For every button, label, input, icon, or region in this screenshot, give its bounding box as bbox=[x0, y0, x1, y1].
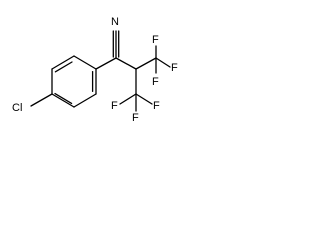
ring-bond-2 bbox=[73, 93, 97, 108]
bond-lower-cf3-f-right bbox=[135, 93, 153, 105]
ring-bond-3 bbox=[51, 93, 75, 108]
bond-center-to-ring bbox=[95, 57, 117, 70]
fluorine-upper-right-label: F bbox=[171, 62, 178, 74]
fluorine-upper-lower-label: F bbox=[152, 76, 159, 88]
chlorine-label: Cl bbox=[12, 102, 22, 114]
ring-bond-6 bbox=[73, 55, 97, 70]
bond-center-to-side-carbon bbox=[115, 57, 137, 70]
bond-upper-cf3-f-right bbox=[155, 57, 171, 68]
fluorine-lower-bottom-label: F bbox=[132, 112, 139, 124]
ring-bond-5 bbox=[51, 55, 75, 70]
bond-ring-to-chlorine bbox=[30, 93, 53, 107]
fluorine-lower-right-label: F bbox=[153, 100, 160, 112]
structure-canvas: N F F F F F F Cl bbox=[0, 0, 204, 146]
bond-lower-cf3-f-left bbox=[119, 93, 137, 105]
fluorine-upper-top-label: F bbox=[152, 34, 159, 46]
bond-side-to-upper-cf3 bbox=[135, 57, 157, 70]
ring-inner-double-3 bbox=[54, 61, 73, 73]
ring-inner-double-2 bbox=[54, 92, 73, 105]
fluorine-lower-left-label: F bbox=[111, 100, 118, 112]
nitrile-n-label: N bbox=[111, 16, 119, 28]
chemical-structure-diagram: N F F F F F F Cl bbox=[12, 16, 178, 124]
